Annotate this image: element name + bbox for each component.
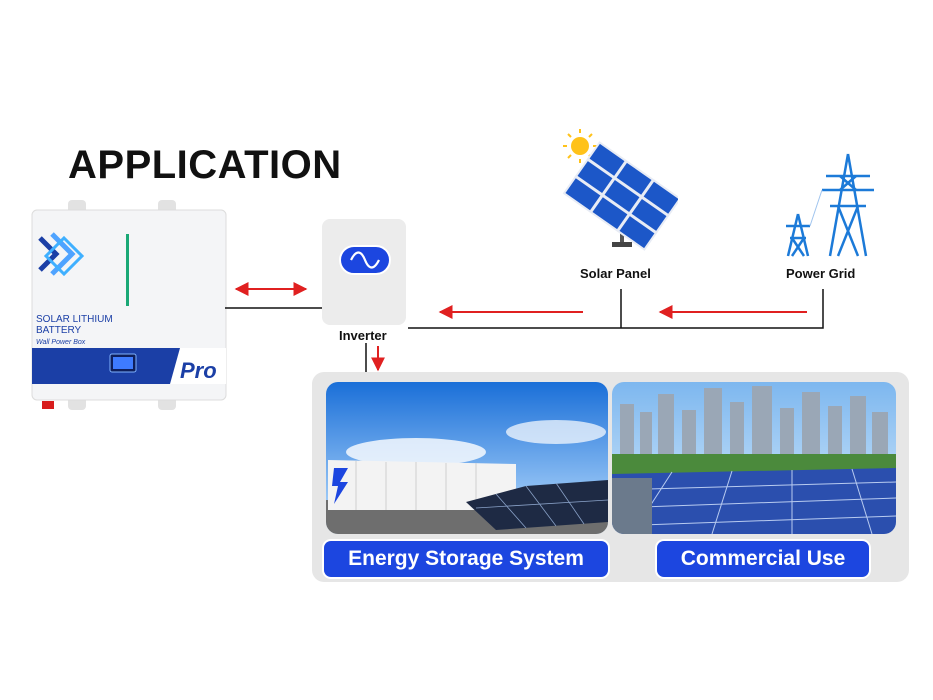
inverter-unit <box>322 219 406 325</box>
power-grid-label: Power Grid <box>786 266 856 281</box>
battery-illustration <box>31 200 227 410</box>
grid-bus-line <box>408 289 824 329</box>
solar-panel-icon <box>562 129 678 251</box>
battery-label-line1: SOLAR LITHIUM <box>36 314 113 325</box>
battery-unit: SOLAR LITHIUM BATTERY Wall Power Box Pro <box>30 198 230 413</box>
battery-label-line3: Wall Power Box <box>36 339 86 346</box>
page-title: APPLICATION <box>68 143 342 187</box>
commercial-use-label: Commercial Use <box>657 541 869 577</box>
inverter-label: Inverter <box>339 328 387 343</box>
energy-storage-system-label: Energy Storage System <box>324 541 608 577</box>
energy-storage-photo <box>326 382 608 534</box>
battery-label-line2: BATTERY <box>36 325 82 336</box>
solar-panel-label: Solar Panel <box>580 266 651 281</box>
sine-wave-icon <box>339 245 391 275</box>
commercial-use-photo <box>612 382 896 534</box>
battery-pro-badge: Pro <box>180 358 217 383</box>
power-tower-icon <box>786 153 874 257</box>
